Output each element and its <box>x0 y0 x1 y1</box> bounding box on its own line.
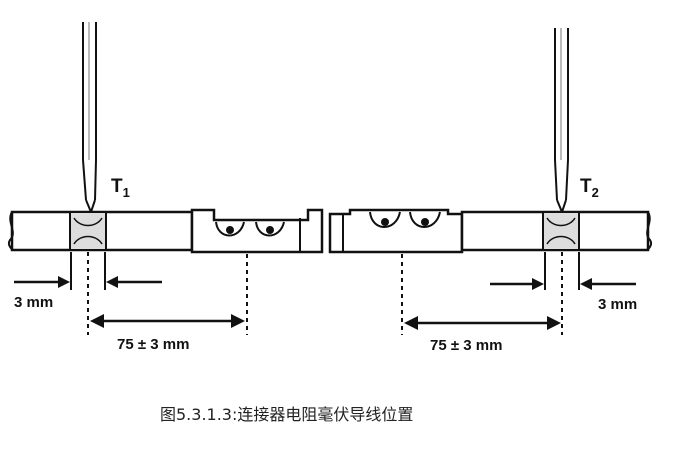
figure-caption: 图5.3.1.3:连接器电阻毫伏导线位置 <box>160 405 413 424</box>
reference-lines <box>87 252 563 335</box>
connector-crimps <box>215 211 441 237</box>
lead-contact-clamps <box>69 211 580 251</box>
right-probe-lead <box>554 28 569 215</box>
span-arrow-right <box>404 316 561 330</box>
gap-arrows-right <box>490 278 636 290</box>
gap-label-right: 3 mm <box>598 296 637 313</box>
span-label-left: 75 ± 3 mm <box>117 336 189 353</box>
t1-label: T1 <box>111 176 130 200</box>
t2-label: T2 <box>580 176 599 200</box>
left-probe-lead <box>82 22 97 215</box>
span-label-right: 75 ± 3 mm <box>430 337 502 354</box>
span-arrow-left <box>90 314 245 328</box>
gap-label-left: 3 mm <box>14 294 53 311</box>
gap-arrows-left <box>14 276 162 288</box>
